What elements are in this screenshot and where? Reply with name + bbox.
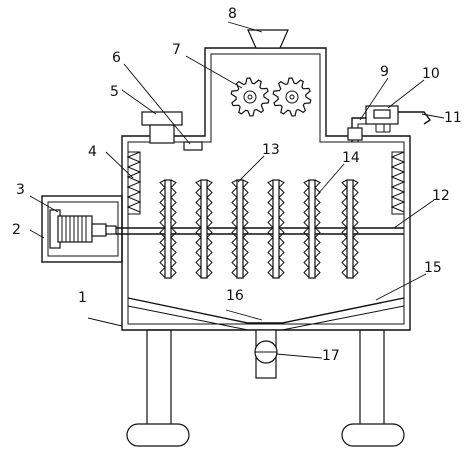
stirring-blade bbox=[303, 179, 321, 279]
label-5: 5 bbox=[110, 84, 119, 100]
gear bbox=[230, 77, 270, 117]
feed-hopper bbox=[247, 29, 289, 49]
stirring-blade bbox=[195, 179, 213, 279]
stirring-blade bbox=[341, 179, 359, 279]
stirring-blade bbox=[231, 179, 249, 279]
sloped-bottom bbox=[127, 297, 405, 331]
label-10: 10 bbox=[422, 66, 440, 82]
label-11: 11 bbox=[444, 110, 462, 126]
right-scraper bbox=[390, 151, 406, 215]
outlet-valve bbox=[254, 329, 278, 379]
label-13: 13 bbox=[262, 142, 280, 158]
label-1: 1 bbox=[78, 290, 87, 306]
motor bbox=[49, 209, 117, 249]
right-leg bbox=[341, 329, 405, 447]
gear bbox=[272, 77, 312, 117]
label-8: 8 bbox=[228, 6, 237, 22]
label-2: 2 bbox=[12, 222, 21, 238]
crushing-gears bbox=[230, 77, 312, 117]
left-scraper bbox=[126, 151, 142, 215]
label-3: 3 bbox=[16, 182, 25, 198]
label-4: 4 bbox=[88, 144, 97, 160]
inlet-nozzle bbox=[398, 111, 432, 125]
cover-plate bbox=[141, 111, 203, 151]
label-14: 14 bbox=[342, 150, 360, 166]
stirring-blade bbox=[267, 179, 285, 279]
side-scrapers bbox=[126, 151, 406, 215]
water-pipe bbox=[347, 117, 366, 142]
label-15: 15 bbox=[424, 260, 442, 276]
label-12: 12 bbox=[432, 188, 450, 204]
left-leg bbox=[126, 329, 190, 447]
motor-box bbox=[41, 195, 123, 263]
label-17: 17 bbox=[322, 348, 340, 364]
label-9: 9 bbox=[380, 64, 389, 80]
label-7: 7 bbox=[172, 42, 181, 58]
label-6: 6 bbox=[112, 50, 121, 66]
stirring-blades bbox=[159, 179, 359, 279]
leader-lines bbox=[29, 21, 445, 359]
water-pump bbox=[365, 105, 399, 133]
label-16: 16 bbox=[226, 288, 244, 304]
stirring-blade bbox=[159, 179, 177, 279]
main-shaft bbox=[116, 227, 404, 235]
